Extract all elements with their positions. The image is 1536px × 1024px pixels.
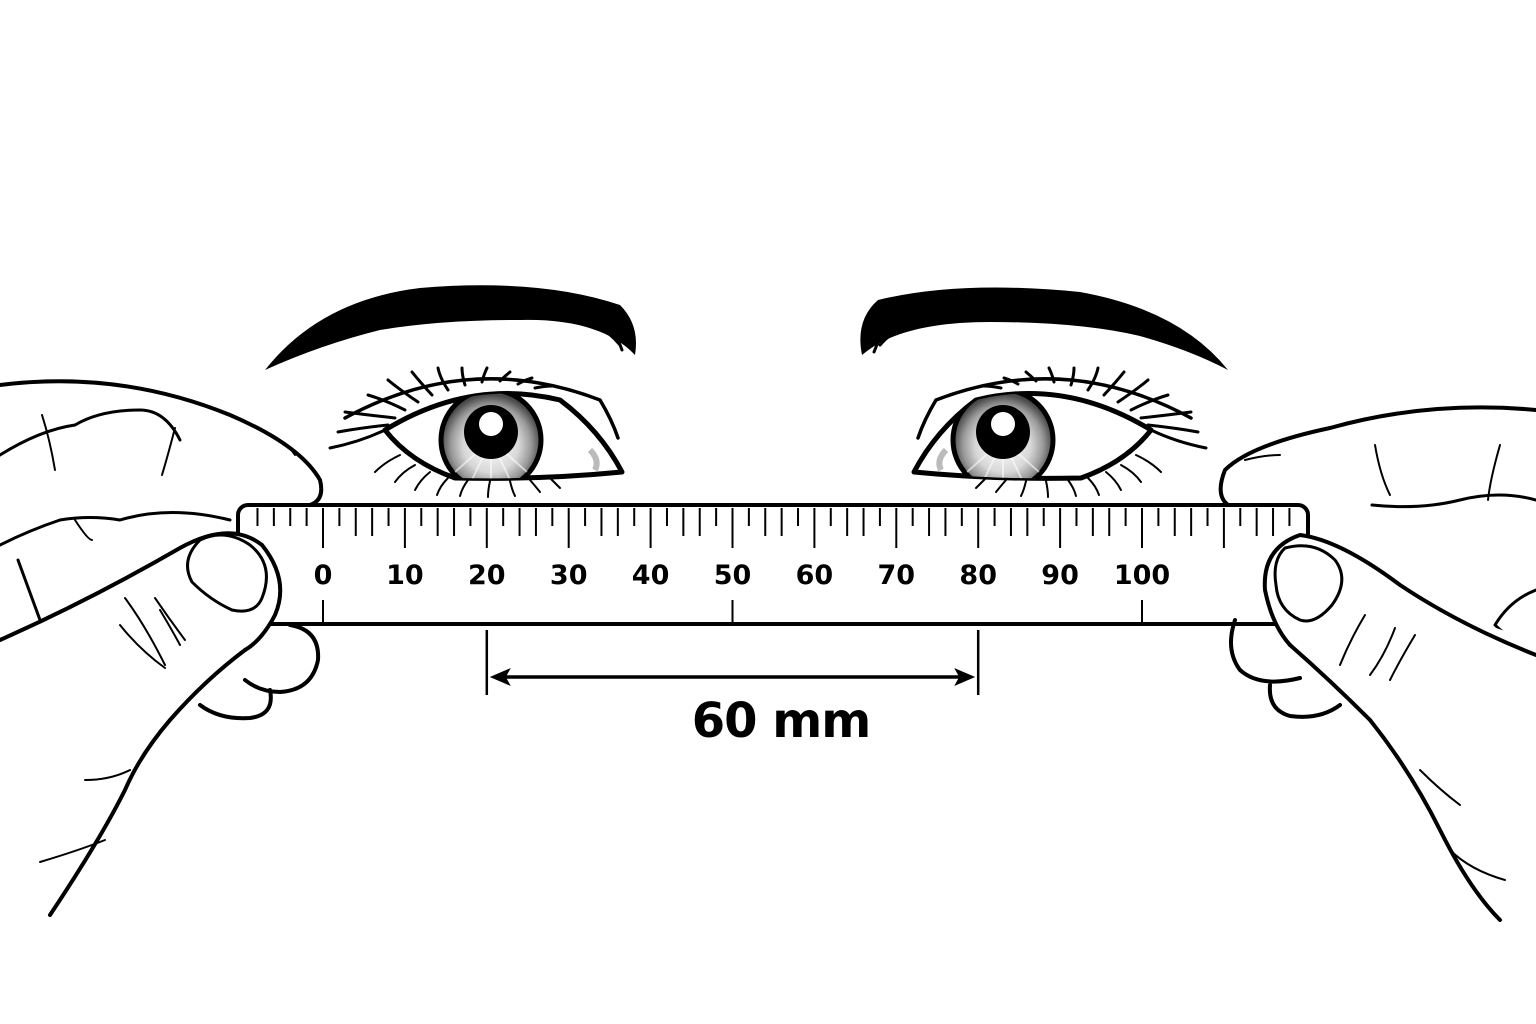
ruler-label-100: 100 [1114,560,1170,591]
left-catchlight [479,412,503,436]
ruler-label-50: 50 [714,560,752,591]
measurement-bracket [485,630,980,695]
arrow-left-head [489,668,511,686]
ruler-ticks [256,508,1291,548]
ruler-label-70: 70 [878,560,916,591]
measurement-label: 60 mm [0,693,1536,749]
left-eyebrow [265,285,636,370]
ruler-bottom-ticks [322,600,1143,622]
right-hand-thumb [1229,533,1536,922]
ruler-label-0: 0 [314,560,333,591]
left-thumbnail [186,533,268,613]
ruler-label-80: 80 [959,560,997,591]
ruler-label-90: 90 [1041,560,1079,591]
left-hand-fingers [0,379,324,660]
ruler-label-40: 40 [632,560,670,591]
left-hand-thumb [0,531,321,920]
right-catchlight [991,412,1015,436]
ruler: 0 10 20 30 40 50 60 70 80 90 100 [236,503,1310,626]
ruler-label-10: 10 [386,560,424,591]
ruler-label-60: 60 [796,560,834,591]
left-eye [328,366,625,498]
right-hand-fingers [1218,404,1536,660]
right-eyebrow [860,287,1228,370]
ruler-tick-labels: 0 10 20 30 40 50 60 70 80 90 100 [314,560,1171,591]
measurement-value-text: 60 mm [691,693,872,749]
arrow-right-head [954,668,976,686]
ruler-label-20: 20 [468,560,506,591]
ruler-label-30: 30 [550,560,588,591]
right-eye [911,366,1208,498]
right-thumbnail [1273,544,1344,623]
